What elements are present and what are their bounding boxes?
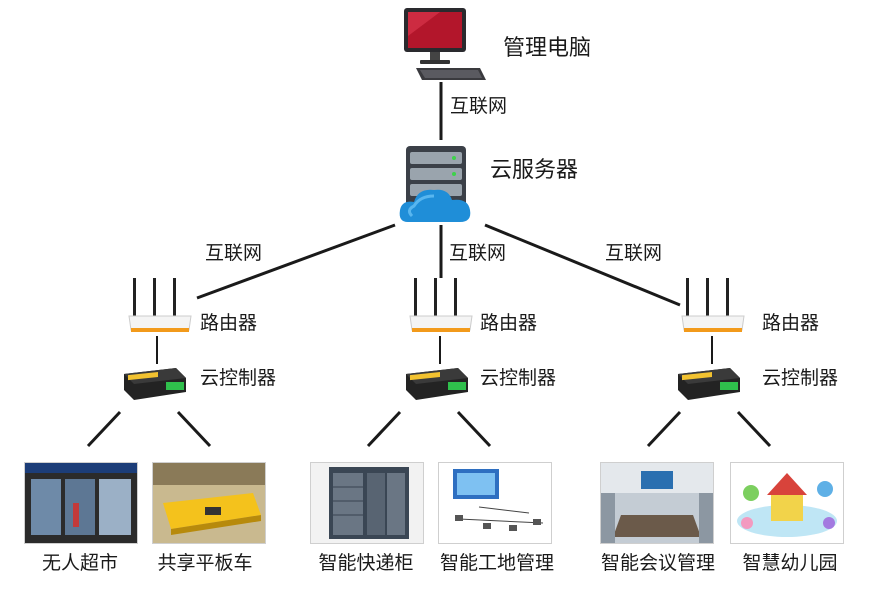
cloud-controller-icon: [402, 364, 470, 406]
controller-label: 云控制器: [480, 367, 557, 389]
smart-locker-image: [310, 462, 424, 544]
scene-label: 智慧幼儿园: [742, 552, 838, 574]
link-controller-scene-6: [736, 410, 772, 448]
router-label: 路由器: [480, 312, 538, 334]
computer-icon: [400, 6, 488, 86]
scene-label: 无人超市: [41, 552, 118, 574]
server-label: 云服务器: [490, 158, 579, 183]
link-controller-scene-1: [86, 410, 122, 448]
internet-label-top: 互联网: [450, 95, 508, 117]
router-icon: [408, 276, 474, 336]
router-label: 路由器: [200, 312, 258, 334]
link-controller-scene-5: [646, 410, 682, 448]
router-label: 路由器: [762, 312, 820, 334]
link-server-router-right: [484, 223, 681, 307]
link-controller-scene-3: [366, 410, 402, 448]
scene-label: 共享平板车: [157, 552, 253, 574]
shared-flatcar-image: [152, 462, 266, 544]
computer-label: 管理电脑: [503, 36, 592, 61]
link-server-router-left: [196, 223, 396, 300]
link-controller-scene-4: [456, 410, 492, 448]
scene-label: 智能工地管理: [439, 552, 554, 574]
cloud-controller-icon: [674, 364, 742, 406]
smart-construction-image: [438, 462, 552, 544]
scene-label: 智能会议管理: [600, 552, 715, 574]
scene-label: 智能快递柜: [318, 552, 414, 574]
router-icon: [680, 276, 746, 336]
internet-label-mid: 互联网: [449, 242, 507, 264]
cloud-controller-icon: [120, 364, 188, 406]
controller-label: 云控制器: [762, 367, 839, 389]
controller-label: 云控制器: [200, 367, 277, 389]
cloud-server-icon: [398, 144, 474, 226]
link-controller-scene-2: [176, 410, 212, 448]
unmanned-store-image: [24, 462, 138, 544]
meeting-room-image: [600, 462, 714, 544]
internet-label-left: 互联网: [205, 242, 263, 264]
internet-label-right: 互联网: [605, 242, 663, 264]
smart-kindergarten-image: [730, 462, 844, 544]
router-icon: [127, 276, 193, 336]
